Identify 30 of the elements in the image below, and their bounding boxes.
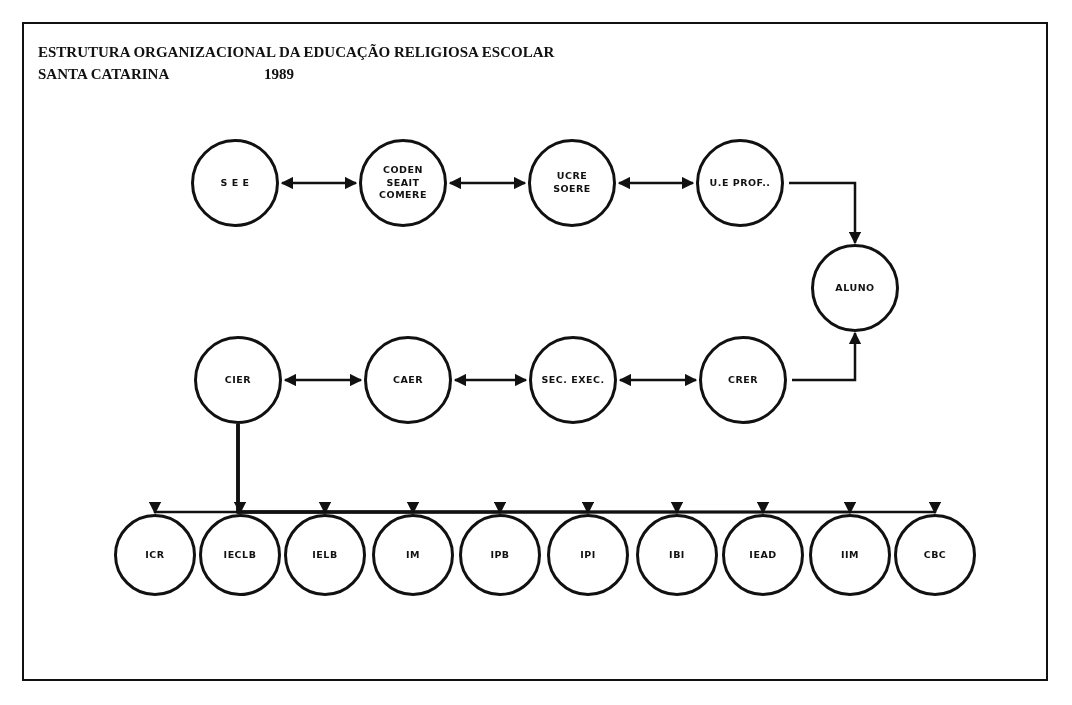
arrow: [792, 331, 862, 382]
circle-node: IELB: [284, 514, 366, 596]
diagram-title: ESTRUTURA ORGANIZACIONAL DA EDUCAÇÃO RELIGIOSA ESCOLAR: [38, 44, 555, 61]
circle-node: S E E: [191, 139, 279, 227]
circle-node: IM: [372, 514, 454, 596]
circle-node: IPB: [459, 514, 541, 596]
arrow: [280, 176, 358, 190]
circle-node: CAER: [364, 336, 452, 424]
circle-node: IPI: [547, 514, 629, 596]
circle-node: IBI: [636, 514, 718, 596]
circle-node: IEAD: [722, 514, 804, 596]
arrow: [283, 373, 363, 387]
circle-node: CBC: [894, 514, 976, 596]
circle-node: IIM: [809, 514, 891, 596]
circle-node: IECLB: [199, 514, 281, 596]
circle-node: ALUNO: [811, 244, 899, 332]
circle-node: U.E PROF..: [696, 139, 784, 227]
circle-node: CODEN SEAIT COMERE: [359, 139, 447, 227]
arrow: [617, 176, 695, 190]
arrow: [448, 176, 527, 190]
arrow: [789, 181, 862, 245]
circle-node: CRER: [699, 336, 787, 424]
arrow: [453, 373, 528, 387]
circle-node: ICR: [114, 514, 196, 596]
year-label: 1989: [264, 66, 294, 83]
circle-node: SEC. EXEC.: [529, 336, 617, 424]
arrow: [618, 373, 698, 387]
circle-node: CIER: [194, 336, 282, 424]
subtitle-label: SANTA CATARINA: [38, 66, 170, 83]
circle-node: UCRE SOERE: [528, 139, 616, 227]
